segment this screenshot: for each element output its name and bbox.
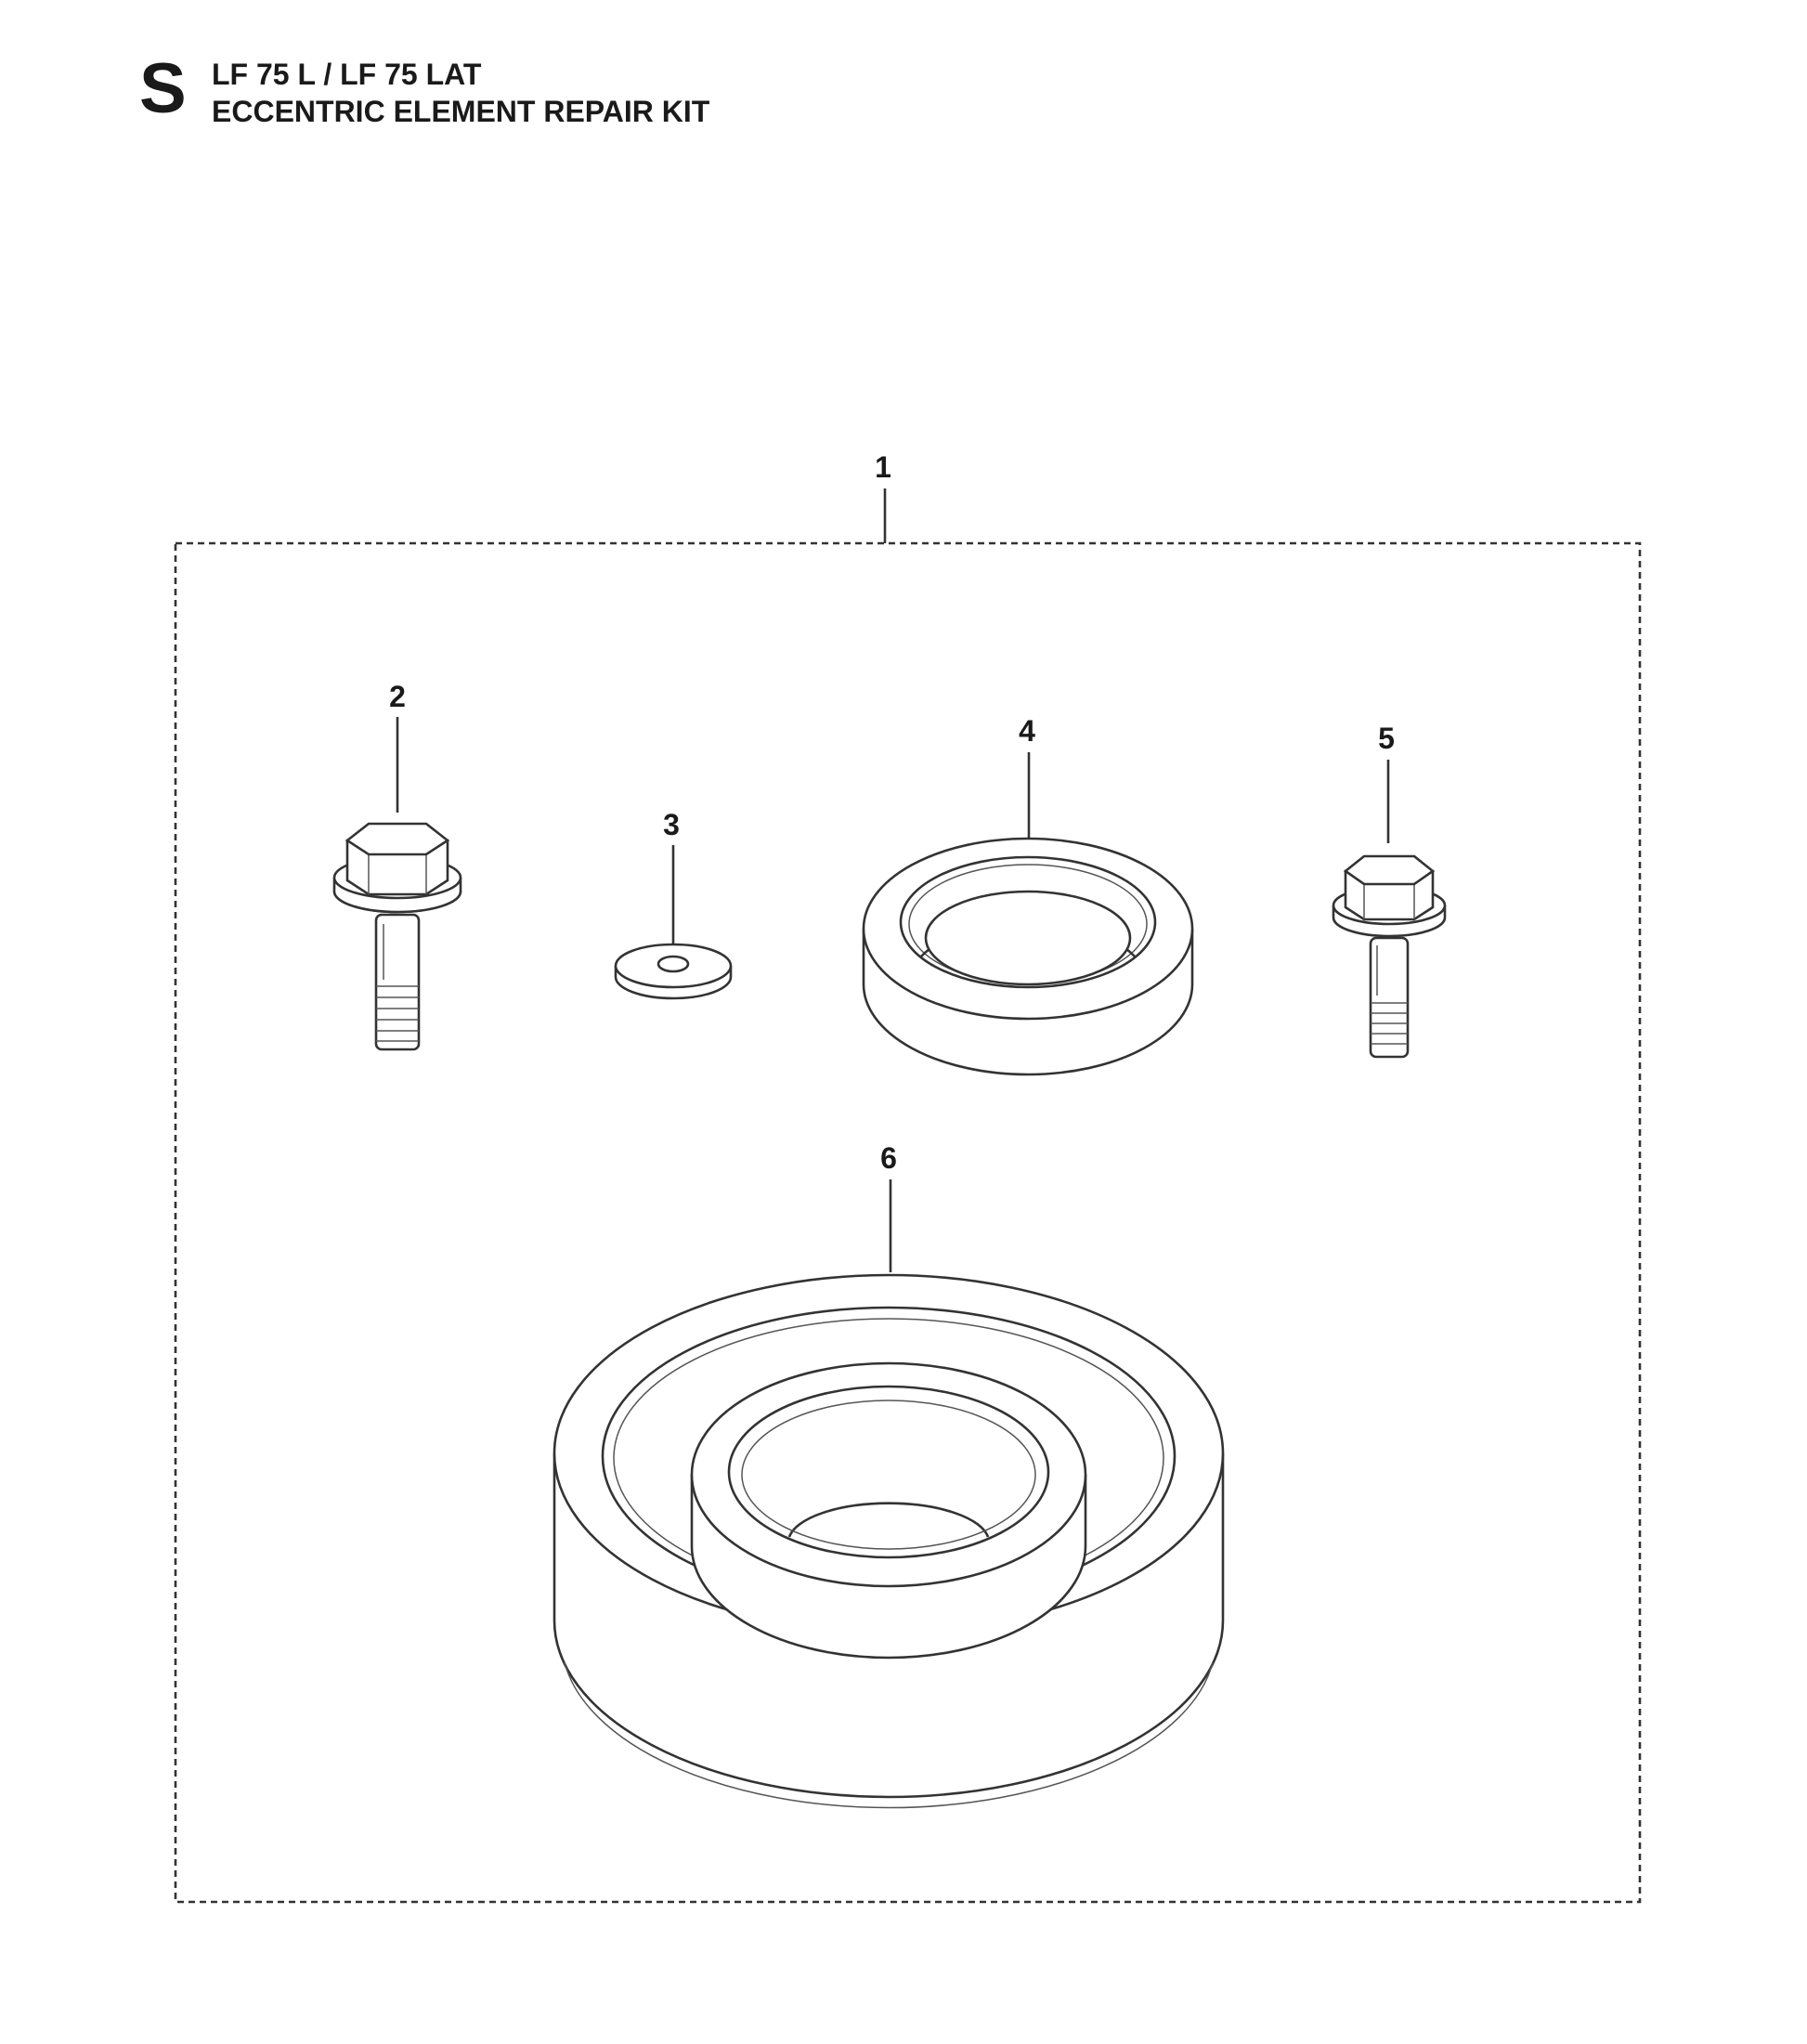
callout-6-label: 6 xyxy=(880,1141,897,1175)
seal-ring-part-4 xyxy=(862,837,1194,1076)
kit-boundary xyxy=(174,541,1642,1904)
flange-bolt-part-5 xyxy=(1332,854,1447,1059)
callout-1: 1 xyxy=(875,450,891,543)
callout-3: 3 xyxy=(663,808,680,949)
assembly-title: ECCENTRIC ELEMENT REPAIR KIT xyxy=(212,95,710,128)
bearing-part-6 xyxy=(552,1273,1225,1809)
section-letter: S xyxy=(139,49,187,128)
model-title: LF 75 L / LF 75 LAT xyxy=(212,58,482,91)
callout-2: 2 xyxy=(389,680,406,813)
callout-1-label: 1 xyxy=(875,450,891,484)
washer-part-3 xyxy=(614,943,733,1000)
callout-4: 4 xyxy=(1019,714,1035,840)
callout-4-label: 4 xyxy=(1019,714,1035,748)
callout-5-label: 5 xyxy=(1378,722,1395,755)
callout-3-label: 3 xyxy=(663,808,680,841)
callout-6: 6 xyxy=(880,1141,897,1272)
callout-2-label: 2 xyxy=(389,680,406,713)
flange-bolt-part-2 xyxy=(332,822,462,1051)
callout-5: 5 xyxy=(1378,722,1395,843)
